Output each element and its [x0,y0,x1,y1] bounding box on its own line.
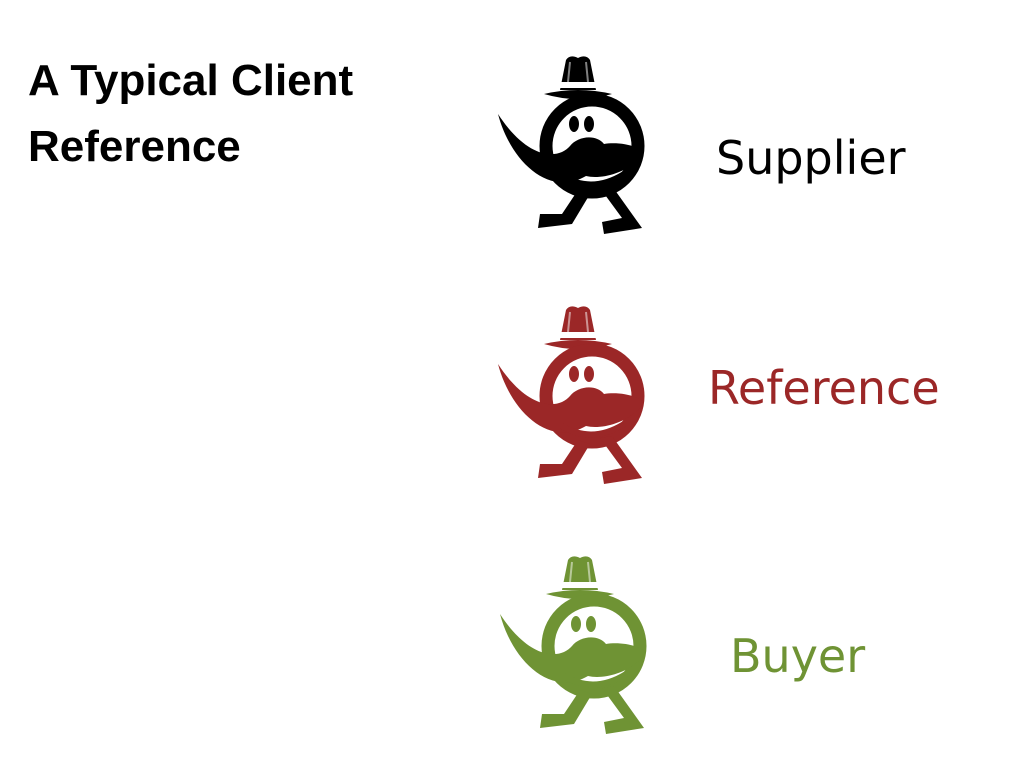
reference-mustache-man-icon [492,298,662,488]
reference-label: Reference [708,361,940,415]
slide-title: A Typical Client Reference [28,48,353,180]
mustache-man-icon [498,306,645,484]
buyer-label: Buyer [730,629,866,683]
buyer-mustache-man-icon [494,548,664,738]
slide-title-line-2: Reference [28,122,241,171]
supplier-mustache-man-icon [492,48,662,238]
mustache-man-icon [500,556,647,734]
mustache-man-icon [498,56,645,234]
slide-title-line-1: A Typical Client [28,56,354,105]
supplier-label: Supplier [716,131,906,185]
